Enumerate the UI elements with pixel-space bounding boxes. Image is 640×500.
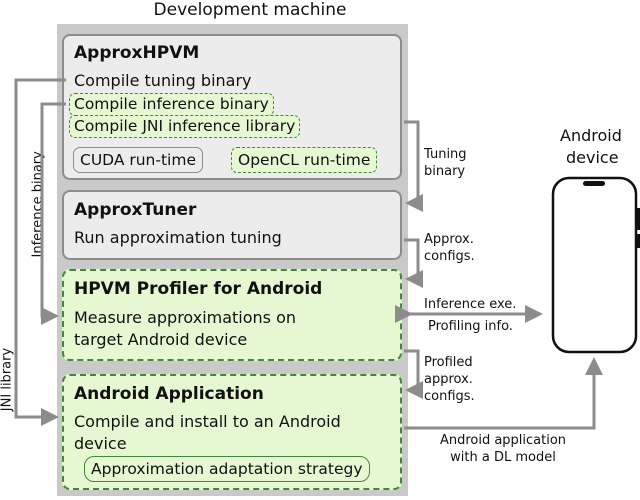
- inference-binary-arrow: [40, 102, 66, 325]
- android-application-box: Android Application Compile and install …: [62, 374, 402, 490]
- approx-configs-label: Approx.configs.: [424, 232, 475, 264]
- hpvm-profiler-title: HPVM Profiler for Android: [74, 279, 323, 299]
- compile-tuning-binary: Compile tuning binary: [74, 71, 252, 90]
- cuda-runtime: CUDA run-time: [73, 147, 203, 173]
- approxhpvm-box: ApproxHPVM Compile tuning binary Compile…: [62, 34, 402, 180]
- android-application-title: Android Application: [74, 384, 264, 404]
- app-line1: Compile and install to an Android: [74, 412, 341, 431]
- approx-configs-arrow: [404, 238, 423, 288]
- profiled-configs-arrow: [404, 349, 423, 399]
- approximation-adaptation-strategy: Approximation adaptation strategy: [84, 456, 370, 482]
- app-line2: device: [74, 434, 127, 453]
- compile-inference-binary: Compile inference binary: [69, 93, 274, 116]
- android-device-label-2: device: [566, 148, 619, 167]
- approxtuner-box: ApproxTuner Run approximation tuning: [62, 190, 402, 260]
- run-approximation-tuning: Run approximation tuning: [74, 228, 282, 247]
- approxhpvm-title: ApproxHPVM: [74, 43, 200, 63]
- jni-library-arrow: [14, 78, 66, 426]
- android-phone-icon: [551, 176, 640, 354]
- compile-jni-inference-library: Compile JNI inference library: [69, 115, 301, 138]
- development-machine-title: Development machine: [153, 0, 347, 20]
- android-app-arrow: [404, 357, 603, 430]
- profiler-line2: target Android device: [74, 330, 248, 349]
- opencl-runtime: OpenCL run-time: [231, 147, 378, 173]
- tuning-binary-arrow: [404, 120, 423, 212]
- android-device-label-1: Android: [560, 126, 622, 145]
- approxtuner-title: ApproxTuner: [74, 200, 197, 220]
- profiler-line1: Measure approximations on: [74, 308, 297, 327]
